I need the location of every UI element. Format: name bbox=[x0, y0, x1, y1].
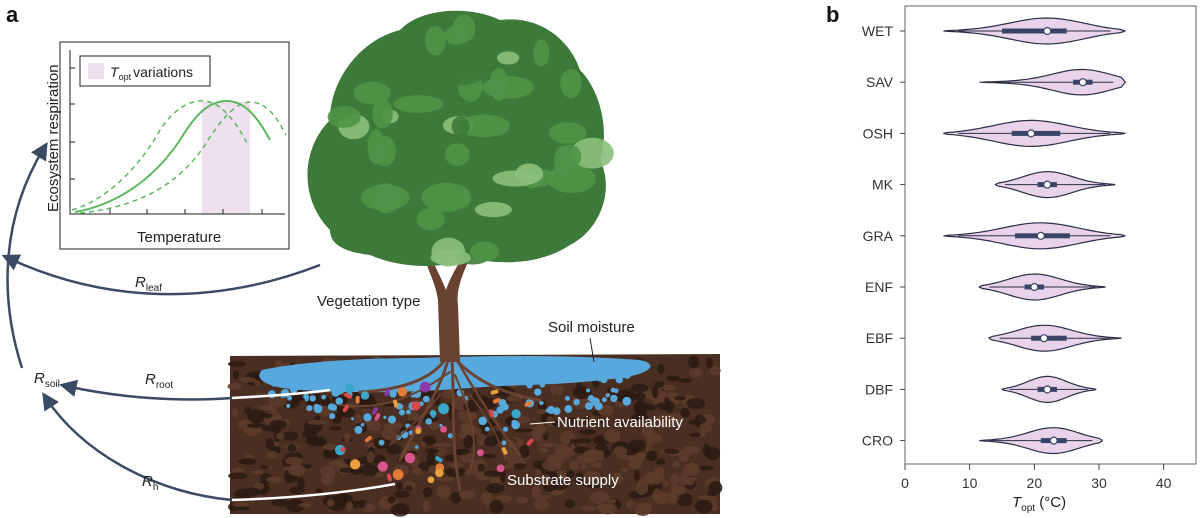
r-soil-label: Rsoil bbox=[34, 370, 60, 390]
respiration-curve-shift-left bbox=[71, 100, 249, 211]
x-tick-label: 40 bbox=[1156, 475, 1172, 491]
x-tick-label: 0 bbox=[901, 475, 909, 491]
substrate-supply-label: Substrate supply bbox=[507, 472, 619, 489]
violin-chart: WET SAV OSH MK GRA ENF EBF DBF CRO 0 10 20 30 40 Top… bbox=[862, 5, 1197, 514]
violin-median-marker bbox=[1043, 180, 1052, 189]
nutrient-pointer bbox=[529, 421, 556, 425]
violin-row-cro: CRO bbox=[862, 427, 1103, 455]
category-label: MK bbox=[872, 177, 894, 193]
respiration-curve-shift-right bbox=[79, 101, 287, 214]
violin-plot-frame bbox=[904, 5, 1197, 465]
category-label: GRA bbox=[863, 228, 894, 244]
r-root-arrow bbox=[59, 379, 233, 401]
category-label: ENF bbox=[865, 279, 893, 295]
violin-median-marker bbox=[1039, 334, 1049, 343]
respiration-curve bbox=[74, 99, 271, 213]
violin-row-osh: OSH bbox=[863, 119, 1126, 147]
violin-iqr-box bbox=[1002, 28, 1067, 34]
soil-moisture-pointer bbox=[589, 337, 595, 363]
r-soil-arrow bbox=[6, 142, 48, 369]
r-leaf-arrow bbox=[1, 254, 321, 296]
panel-a-label: a bbox=[6, 2, 19, 27]
category-label: OSH bbox=[863, 125, 893, 141]
violin-median-marker bbox=[1036, 231, 1045, 240]
inset-xlabel: Temperature bbox=[137, 229, 221, 246]
tree-canopy bbox=[307, 10, 614, 267]
category-label: SAV bbox=[866, 74, 894, 90]
nutrient-availability-label: Nutrient availability bbox=[557, 414, 683, 431]
violin-row-enf: ENF bbox=[865, 273, 1106, 301]
r-h-label: Rh bbox=[142, 473, 158, 493]
flux-arrow-tails bbox=[231, 388, 396, 502]
x-tick-label: 30 bbox=[1091, 475, 1107, 491]
violin-median-marker bbox=[1049, 436, 1058, 445]
tree-roots bbox=[339, 358, 542, 492]
r-root-label: Rroot bbox=[145, 371, 173, 391]
violin-row-dbf: DBF bbox=[865, 375, 1097, 403]
vegetation-type-label: Vegetation type bbox=[317, 293, 420, 310]
flux-arrows bbox=[1, 142, 321, 502]
violin-row-wet: WET bbox=[862, 17, 1126, 45]
panel-b-label: b bbox=[826, 2, 839, 27]
category-label: CRO bbox=[862, 433, 893, 449]
topt-band bbox=[202, 102, 250, 214]
soil-microbes bbox=[334, 381, 534, 484]
violin-xlabel: Topt (°C) bbox=[1012, 494, 1066, 514]
violin-iqr-box bbox=[1011, 130, 1061, 136]
violin-median-marker bbox=[1043, 26, 1052, 36]
r-leaf-label: Rleaf bbox=[135, 274, 162, 294]
violin-row-sav: SAV bbox=[866, 68, 1126, 96]
violin-median-marker bbox=[1026, 129, 1036, 138]
tree-trunk bbox=[426, 258, 468, 362]
category-label: EBF bbox=[866, 330, 893, 346]
r-h-arrow bbox=[42, 392, 233, 502]
category-label: DBF bbox=[865, 381, 893, 397]
violin-row-gra: GRA bbox=[863, 222, 1126, 250]
violin-row-ebf: EBF bbox=[866, 324, 1122, 352]
violin-median-marker bbox=[1078, 78, 1087, 87]
inset-ylabel: Ecosystem respiration bbox=[45, 64, 62, 212]
violin-iqr-box bbox=[1031, 335, 1067, 341]
x-tick-label: 10 bbox=[962, 475, 978, 491]
violin-median-marker bbox=[1043, 385, 1052, 394]
violin-median-marker bbox=[1030, 282, 1039, 292]
category-label: WET bbox=[862, 23, 894, 39]
violin-row-mk: MK bbox=[872, 170, 1116, 199]
soil-moisture-label: Soil moisture bbox=[548, 319, 635, 336]
x-tick-label: 20 bbox=[1027, 475, 1043, 491]
